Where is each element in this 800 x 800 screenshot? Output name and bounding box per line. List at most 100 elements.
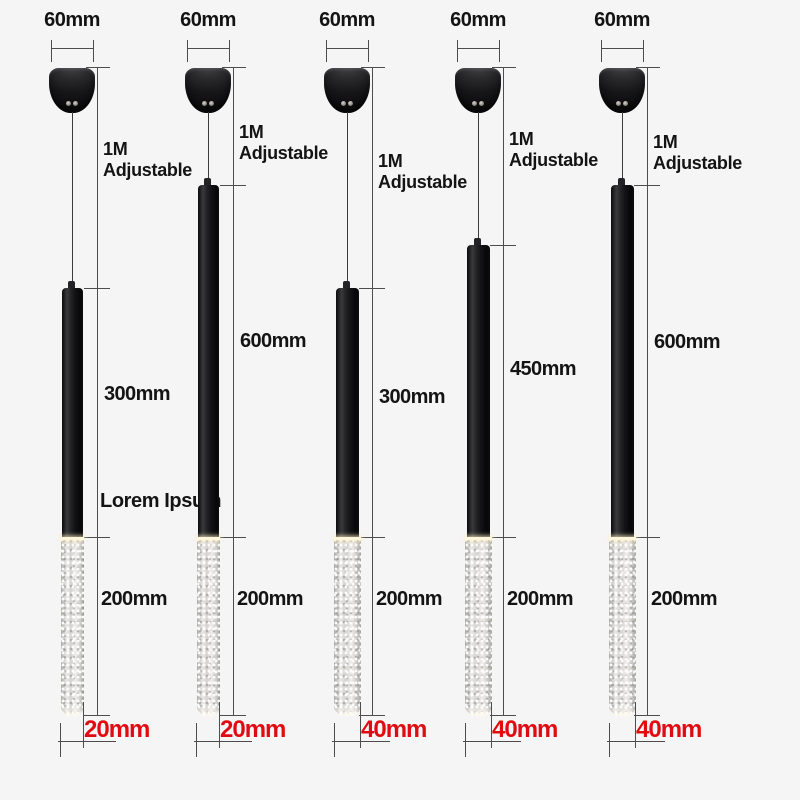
diameter-tick-right [219,702,220,748]
canopy-screws-icon [472,101,484,106]
diameter-dim-line [332,741,390,742]
diameter-tick-left [465,723,466,757]
diffuser-bottom-tick [490,715,516,716]
tube-top-tick [359,288,385,289]
canopy-width-dim-line [457,48,500,49]
canopy-top-dim-line [86,67,110,68]
diameter-label: 40mm [492,716,558,743]
dim-tick [51,40,52,62]
tube-top-tick [490,245,516,246]
canopy-top-dim-line [636,67,660,68]
diameter-tick-left [196,723,197,757]
diameter-dim-line [463,741,521,742]
ceiling-canopy [599,68,645,113]
led-glow [465,537,492,540]
diffuser-top-tick [490,537,516,538]
suspension-wire [72,112,73,281]
diameter-dim-line [607,741,665,742]
canopy-width-label: 60mm [319,9,375,31]
led-tube [611,185,634,537]
dim-tick [499,40,500,62]
canopy-width-label: 60mm [594,9,650,31]
tube-top-tick [634,185,660,186]
led-glow [197,537,220,540]
diffuser-bottom-tick [84,715,110,716]
tube-connector [618,178,625,185]
diameter-tick-left [609,723,610,757]
diffuser-length-label: 200mm [376,588,443,610]
diffuser-top-tick [359,537,385,538]
tube-connector [68,281,75,288]
diameter-tick-left [334,723,335,757]
diameter-tick-right [83,702,84,748]
dim-tick [457,40,458,62]
diameter-dim-line [58,741,116,742]
diffuser-top-tick [84,537,110,538]
ceiling-canopy [324,68,370,113]
ceiling-canopy [49,68,95,113]
led-tube [62,288,83,537]
cable-length-label: 1M Adjustable [378,151,468,193]
vertical-dim-line [233,67,234,716]
diameter-tick-right [360,702,361,748]
led-glow [334,537,361,540]
diffuser-bottom-tick [359,715,385,716]
diffuser-length-label: 200mm [101,588,168,610]
vertical-dim-line [97,67,98,716]
crystal-diffuser [61,537,84,716]
diameter-dim-line [194,741,252,742]
diffuser-length-label: 200mm [507,588,574,610]
diffuser-tip-glow [609,707,636,716]
canopy-screws-icon [341,101,353,106]
vertical-dim-line [503,67,504,716]
canopy-width-dim-line [187,48,230,49]
dim-tick [643,40,644,62]
crystal-diffuser [197,537,220,716]
crystal-diffuser [334,537,361,716]
crystal-diffuser [609,537,636,716]
diffuser-bottom-tick [634,715,660,716]
tube-length-label: 450mm [510,358,577,380]
crystal-diffuser [465,537,492,716]
cable-length-label: 1M Adjustable [509,129,599,171]
canopy-width-dim-line [51,48,94,49]
cable-length-label: 1M Adjustable [653,132,743,174]
ceiling-canopy [455,68,501,113]
tube-connector [204,178,211,185]
diameter-tick-right [491,702,492,748]
suspension-wire [347,112,348,281]
vertical-dim-line [647,67,648,716]
tube-connector [343,281,350,288]
cable-length-label: 1M Adjustable [103,139,193,181]
canopy-top-dim-line [492,67,516,68]
ceiling-canopy [185,68,231,113]
dim-tick [187,40,188,62]
tube-length-label: 600mm [654,331,721,353]
diameter-label: 40mm [361,716,427,743]
suspension-wire [478,112,479,238]
diameter-tick-right [635,702,636,748]
dim-tick [368,40,369,62]
tube-length-label: 300mm [104,383,171,405]
canopy-screws-icon [616,101,628,106]
led-tube [198,185,219,537]
dim-tick [326,40,327,62]
canopy-top-dim-line [361,67,385,68]
tube-top-tick [84,288,110,289]
canopy-width-dim-line [326,48,369,49]
diffuser-bottom-tick [220,715,246,716]
dim-tick [93,40,94,62]
diffuser-length-label: 200mm [237,588,304,610]
diffuser-length-label: 200mm [651,588,718,610]
tube-top-tick [220,185,246,186]
led-tube [336,288,359,537]
diameter-label: 40mm [636,716,702,743]
diameter-label: 20mm [84,716,150,743]
suspension-wire [208,112,209,178]
tube-connector [474,238,481,245]
